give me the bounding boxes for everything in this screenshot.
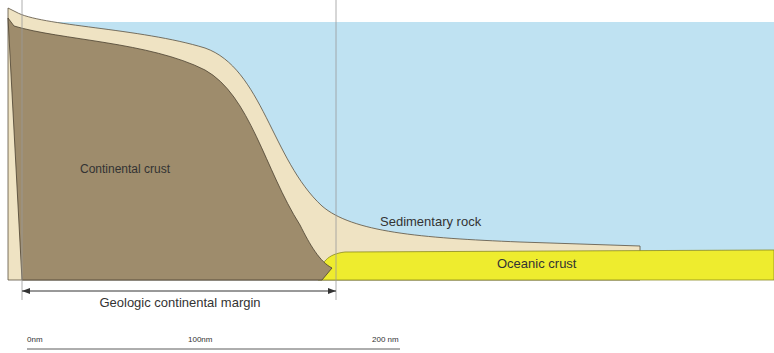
margin-boundary-line <box>22 0 23 300</box>
scale-label: 200 nm <box>372 336 399 345</box>
margin-bracket <box>22 291 336 292</box>
region-label: Oceanic crust <box>497 257 576 271</box>
margin-boundary-line <box>336 0 337 300</box>
oceanic-crust-band <box>318 250 774 280</box>
bracket-label: Geologic continental margin <box>97 296 262 310</box>
sediment-layer <box>8 8 640 280</box>
scale-label: 0nm <box>27 336 43 345</box>
continental-crust-block <box>8 18 332 280</box>
scale-label: 100nm <box>188 336 212 345</box>
region-label: Continental crust <box>80 163 170 176</box>
scale-bar <box>27 349 400 350</box>
region-label: Sedimentary rock <box>380 215 481 229</box>
bracket-heads <box>22 288 336 294</box>
